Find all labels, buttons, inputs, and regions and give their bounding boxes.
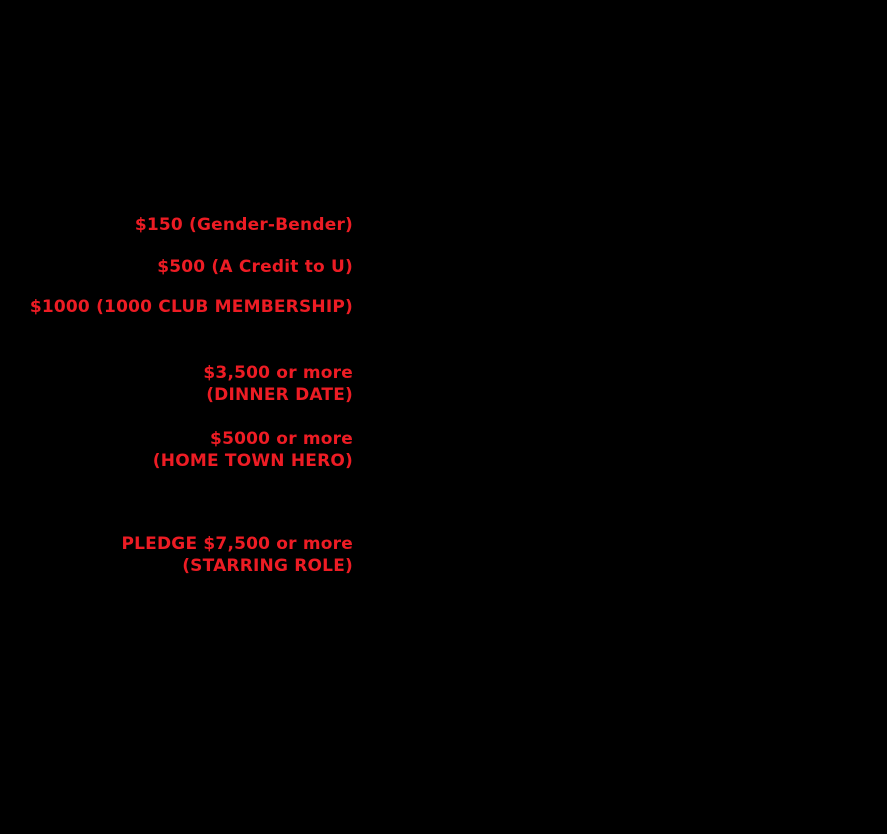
pledge-option-sublabel: (STARRING ROLE) [182, 556, 353, 576]
pledge-option-label: $3,500 or more [203, 363, 353, 383]
pledge-option-sublabel: (DINNER DATE) [206, 385, 353, 405]
pledge-option-5000[interactable]: $5000 or more (HOME TOWN HERO) [153, 428, 353, 472]
pledge-option-label: PLEDGE $7,500 or more [121, 534, 353, 554]
pledge-option-3500[interactable]: $3,500 or more (DINNER DATE) [203, 362, 353, 406]
pledge-option-label: $500 (A Credit to U) [157, 257, 353, 277]
pledge-option-7500[interactable]: PLEDGE $7,500 or more (STARRING ROLE) [121, 533, 353, 577]
pledge-option-label: $1000 (1000 CLUB MEMBERSHIP) [29, 297, 353, 317]
pledge-option-label: $5000 or more [210, 429, 353, 449]
pledge-option-1000[interactable]: $1000 (1000 CLUB MEMBERSHIP) [30, 296, 353, 318]
pledge-option-150[interactable]: $150 (Gender-Bender) [135, 214, 353, 236]
pledge-option-500[interactable]: $500 (A Credit to U) [157, 256, 353, 278]
pledge-option-label: $150 (Gender-Bender) [134, 215, 353, 235]
pledge-option-sublabel: (HOME TOWN HERO) [152, 451, 353, 471]
